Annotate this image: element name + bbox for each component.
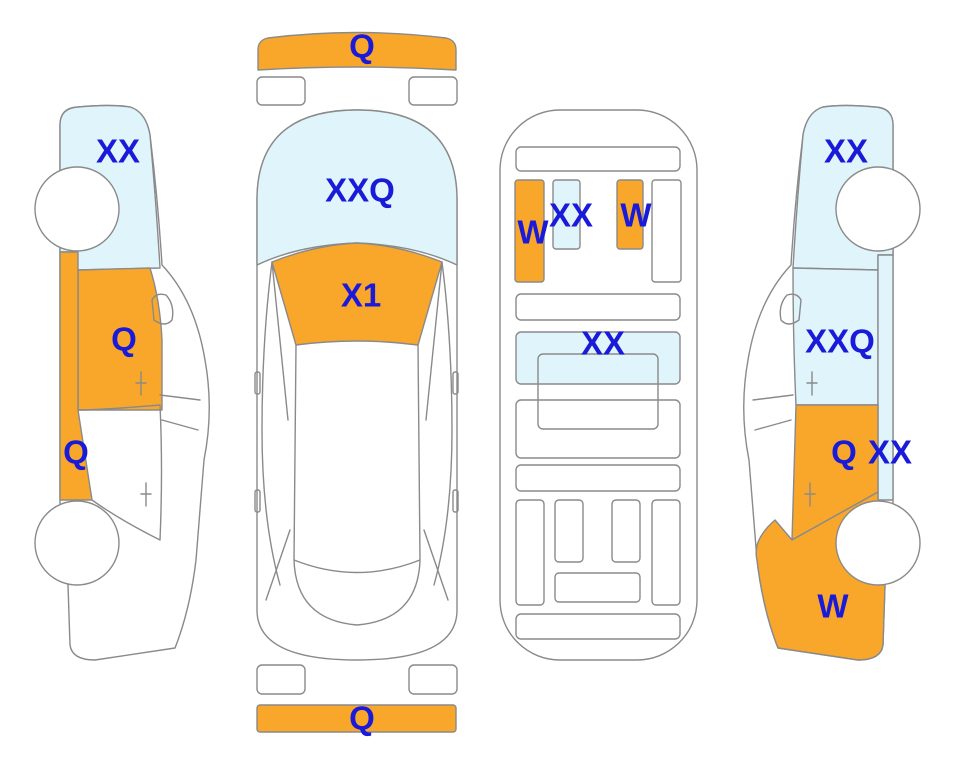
right-mirror [779,293,802,325]
interior-console [537,353,659,430]
rear-right-light [408,664,458,695]
interior-right-column [651,179,682,283]
label-left-rocker: Q [63,434,89,471]
rear-seat-4 [651,499,681,606]
rear-seat-bench [554,572,641,603]
label-interior-floor: XX [581,325,625,362]
top-left-mirror [254,371,261,395]
interior-seat-left-panel[interactable] [514,179,545,283]
left-side-view [34,104,210,661]
label-windshield: X1 [341,277,381,314]
top-right-handle [452,489,459,513]
label-right-rocker: XX [868,434,912,471]
label-left-front-door: Q [111,321,137,358]
label-hood: XXQ [325,172,395,209]
label-left-roof-pillar: XX [96,133,140,170]
interior-bar-4 [515,464,681,492]
rear-left-light [256,664,306,695]
label-interior-seat-right: W [620,197,652,234]
rear-bumper-panel[interactable] [256,704,457,733]
rear-seat-1 [515,499,545,606]
top-right-mirror [452,371,459,395]
label-right-rear-door: XXQ [805,323,875,360]
rear-seat-2 [554,499,584,563]
front-bumper-group [256,31,458,106]
interior-bottom-bar [515,613,681,640]
right-front-wheel [835,500,921,586]
windshield-panel[interactable] [271,242,443,346]
left-front-wheel [34,500,120,586]
interior-center-panel[interactable] [552,179,581,250]
front-left-light [256,76,306,106]
interior-view [499,109,698,661]
interior-seat-right-panel[interactable] [616,179,644,250]
left-rear-door-lines [77,394,201,541]
damage-labels: Q Q XX Q Q XXQ X1 W XX W XX XX XXQ Q XX … [63,28,912,737]
interior-bar-2 [515,293,681,321]
left-handle-1 [135,371,147,396]
dash-bar [515,146,681,172]
rear-seat-3 [611,499,641,563]
label-rear-bumper: Q [349,700,375,737]
left-rocker-panel[interactable] [59,251,93,501]
right-handle-1 [806,371,818,396]
label-right-roof-pillar: XX [824,133,868,170]
right-door-lines [752,394,794,431]
interior-bar-3 [515,399,681,459]
hood-panel[interactable] [256,109,458,266]
right-handle-2 [804,482,816,507]
interior-outline [499,109,698,661]
right-rear-wheel [835,166,921,252]
label-interior-center: XX [549,197,593,234]
cabin-lines [261,261,453,626]
right-side-view [743,104,921,661]
label-right-front-fender: W [817,588,849,625]
top-left-handle [254,489,261,513]
label-interior-seat-left: W [517,214,549,251]
left-mirror [151,293,174,325]
rear-bumper-group [256,664,458,733]
left-rear-wheel [34,166,120,252]
front-bumper-panel[interactable] [257,31,457,71]
front-right-light [408,76,458,106]
label-front-bumper: Q [349,28,375,65]
interior-floor-panel[interactable] [515,331,681,385]
left-handle-2 [140,482,152,507]
label-right-front-door: Q [831,434,857,471]
top-view [254,109,459,661]
